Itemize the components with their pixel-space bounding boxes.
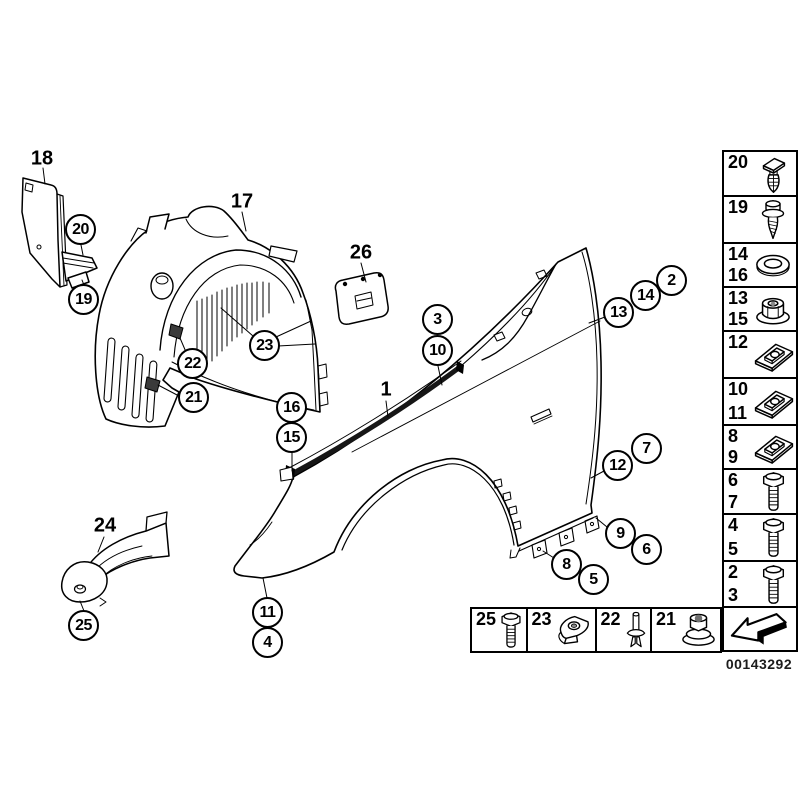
washer-icon [756, 254, 790, 277]
legend-label: 4 [728, 515, 739, 535]
callout-circle-19[interactable]: 19 [68, 284, 99, 315]
callout-circle-14[interactable]: 14 [630, 280, 661, 311]
legend-cell-12[interactable]: 12 [724, 332, 796, 379]
callout-label-17[interactable]: 17 [230, 190, 254, 213]
fender-apillar-flange [481, 263, 557, 361]
bracket-18-drawing [21, 177, 98, 289]
callout-circle-6[interactable]: 6 [631, 534, 662, 565]
legend-label: 13 [728, 288, 749, 309]
legend-label: 22 [600, 609, 621, 629]
legend-label: 12 [728, 332, 749, 353]
cage-nut-icon [754, 343, 794, 372]
legend-label: 11 [728, 402, 748, 423]
fender-door-edge-line [581, 251, 598, 505]
callout-circle-7[interactable]: 7 [631, 433, 662, 464]
cage-nut-icon [754, 436, 794, 465]
callout-circle-15[interactable]: 15 [276, 422, 307, 453]
flange-nut-icon [756, 297, 790, 325]
legend-label: 15 [728, 309, 749, 330]
fender-arch-lip [341, 463, 515, 551]
fender-crease-line [351, 320, 601, 453]
legend-cell-20[interactable]: 20 [724, 152, 796, 197]
legend-label: 9 [728, 447, 739, 467]
legend-label: 19 [728, 197, 749, 217]
callout-label-24[interactable]: 24 [93, 514, 117, 537]
legend-label: 2 [728, 562, 739, 582]
hex-bolt-icon [501, 612, 521, 648]
callout-circle-20[interactable]: 20 [65, 214, 96, 245]
legend-label: 3 [728, 585, 739, 605]
callout-circle-21[interactable]: 21 [178, 382, 209, 413]
callout-circle-2[interactable]: 2 [656, 265, 687, 296]
legend-label: 25 [476, 609, 497, 629]
legend-label: 6 [728, 470, 739, 490]
hex-bolt-icon [762, 472, 784, 511]
legend-label: 20 [728, 152, 749, 172]
hex-bolt-icon [762, 518, 784, 557]
legend-label: 10 [728, 378, 749, 399]
legend-cell-21[interactable]: 21 [652, 609, 720, 651]
callout-circle-25[interactable]: 25 [68, 610, 99, 641]
legend-cell-19[interactable]: 19 [724, 197, 796, 244]
plastic-nut-icon [682, 613, 715, 646]
callout-label-26[interactable]: 26 [349, 241, 373, 264]
callout-circle-12[interactable]: 12 [602, 450, 633, 481]
legend-label: 23 [531, 609, 552, 629]
callout-circle-22[interactable]: 22 [177, 348, 208, 379]
liner-arch-rim-inner [173, 264, 295, 358]
plate-26-drawing [334, 272, 389, 325]
callout-circle-13[interactable]: 13 [603, 297, 634, 328]
callout-label-1[interactable]: 1 [380, 378, 392, 401]
callout-circle-4[interactable]: 4 [252, 627, 283, 658]
legend-cell-25[interactable]: 25 [472, 609, 528, 651]
cage-nut-icon [754, 390, 794, 419]
liner-arch-rim-outer [159, 249, 302, 351]
legend-label: 21 [656, 609, 677, 629]
leader-lines [42, 167, 608, 612]
callout-circle-16[interactable]: 16 [276, 392, 307, 423]
legend-label: 5 [728, 539, 739, 559]
callout-label-18[interactable]: 18 [30, 147, 54, 170]
continue-arrow-icon [730, 613, 788, 645]
expansion-rivet-icon [626, 611, 646, 648]
callout-circle-3[interactable]: 3 [422, 304, 453, 335]
legend-cell-arrow[interactable] [724, 608, 796, 650]
expanding-rivet-icon [762, 157, 785, 193]
legend-label: 7 [728, 492, 739, 512]
fastener-legend-bottom-strip: 25 23 22 21 [470, 607, 722, 653]
clip-nut-icon [557, 615, 589, 644]
screw-with-washer-icon [761, 199, 785, 239]
fender-1-drawing [233, 247, 602, 579]
legend-cell-23[interactable]: 23 [528, 609, 597, 651]
callout-circle-8[interactable]: 8 [551, 549, 582, 580]
bracket-24-drawing [60, 511, 170, 607]
callout-circle-9[interactable]: 9 [605, 518, 636, 549]
trim-strip-drawing [279, 262, 558, 482]
side-marker-slot [530, 408, 552, 423]
callout-circle-11[interactable]: 11 [252, 597, 283, 628]
callout-circle-10[interactable]: 10 [422, 335, 453, 366]
callout-circle-23[interactable]: 23 [249, 330, 280, 361]
legend-cell-22[interactable]: 22 [597, 609, 652, 651]
legend-label: 16 [728, 265, 749, 286]
fender-outline [233, 247, 602, 579]
legend-label: 8 [728, 425, 739, 446]
hex-bolt-icon [762, 564, 784, 604]
drawing-number: 00143292 [725, 656, 793, 672]
wheel-arch-liner-17-drawing [94, 205, 329, 428]
liner-ribs [196, 281, 270, 377]
callout-circle-5[interactable]: 5 [578, 564, 609, 595]
legend-label: 14 [728, 244, 749, 264]
